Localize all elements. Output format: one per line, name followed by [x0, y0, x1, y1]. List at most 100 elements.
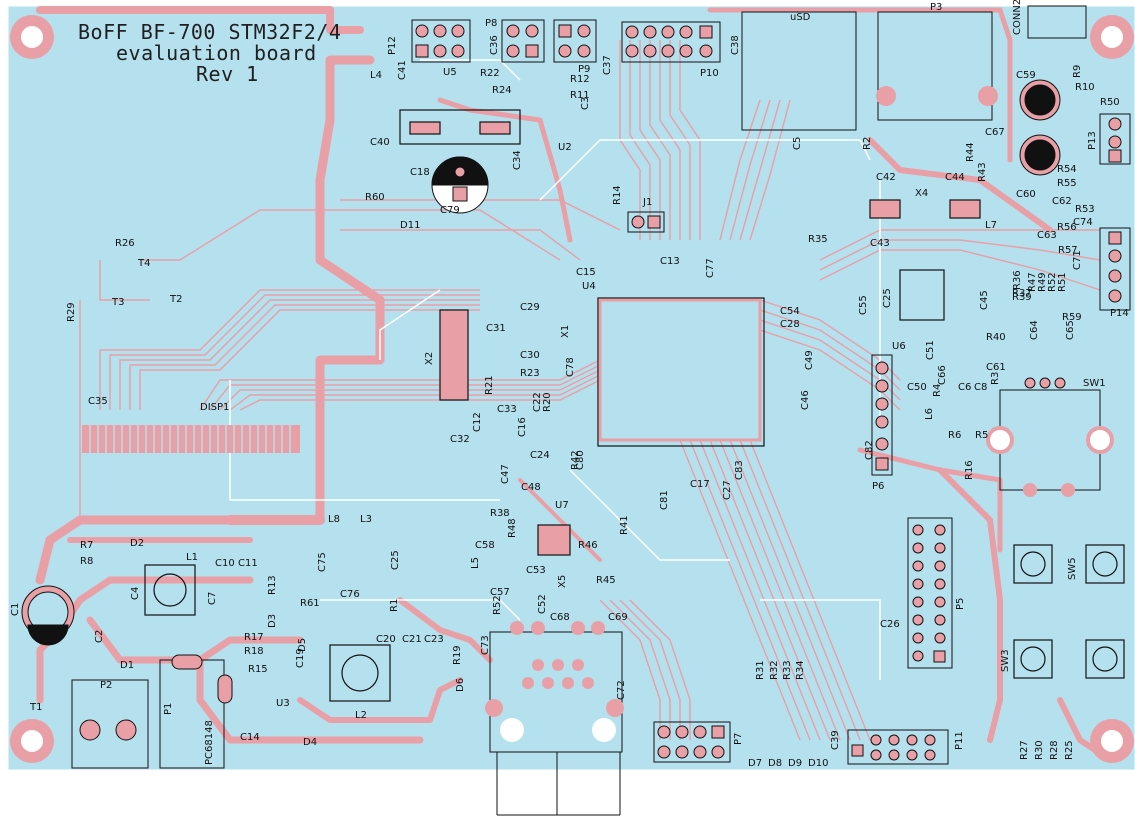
label-r15: R15: [248, 664, 268, 675]
label-d7: D7: [748, 758, 762, 769]
label-c1: C1: [10, 603, 21, 616]
label-p8: P8: [485, 18, 497, 29]
label-c29: C29: [520, 302, 540, 313]
label-d8: D8: [768, 758, 782, 769]
label-x4: X4: [915, 188, 928, 199]
label-c11: C11: [238, 558, 258, 569]
label-c43: C43: [870, 238, 890, 249]
label-r43: R43: [977, 162, 988, 182]
label-c35: C35: [88, 396, 108, 407]
label-c22: C22: [532, 392, 543, 412]
label-c82: C82: [864, 440, 875, 460]
label-c58: C58: [475, 540, 495, 551]
label-sw5: SW5: [1067, 557, 1078, 580]
label-c12: C12: [472, 412, 483, 432]
label-c33: C33: [497, 404, 517, 415]
label-r29: R29: [66, 302, 77, 322]
label-c79: C79: [440, 205, 460, 216]
label-r30: R30: [1034, 740, 1045, 760]
label-c60: C60: [1016, 189, 1036, 200]
label-d3: D3: [267, 614, 278, 628]
label-p6: P6: [872, 481, 884, 492]
label-r49: R49: [1037, 272, 1048, 292]
clearance-lines: [229, 59, 881, 680]
label-conn2: CONN2: [1012, 0, 1023, 35]
label-c36: C36: [489, 35, 500, 55]
label-r7: R7: [80, 540, 93, 551]
label-r52: R52: [1047, 272, 1058, 292]
label-c25b: C25: [390, 550, 401, 570]
label-c74: C74: [1073, 217, 1093, 228]
label-c47: C47: [500, 464, 511, 484]
label-c50: C50: [907, 382, 927, 393]
label-t3: T3: [111, 297, 124, 308]
label-c19: C19: [295, 648, 306, 668]
label-c20: C20: [376, 634, 396, 645]
label-r47: R47: [1027, 272, 1038, 292]
label-c67: C67: [985, 127, 1005, 138]
label-c55: C55: [858, 295, 869, 315]
label-c51: C51: [925, 340, 936, 360]
label-r21: R21: [484, 375, 495, 395]
label-c59: C59: [1016, 70, 1036, 81]
electrolytic-caps: [21, 79, 1061, 646]
label-p12: P12: [387, 36, 398, 55]
ethernet-jack: [485, 621, 624, 816]
label-c26: C26: [880, 619, 900, 630]
label-c81: C81: [659, 490, 670, 510]
label-pc68148: PC68148: [204, 720, 215, 765]
label-p1: P1: [163, 703, 174, 715]
label-r4: R4: [932, 384, 943, 397]
label-r38: R38: [490, 508, 510, 519]
label-x2: X2: [424, 352, 435, 365]
label-r60: R60: [365, 192, 385, 203]
label-r40: R40: [986, 332, 1006, 343]
label-c28: C28: [780, 319, 800, 330]
label-c34: C34: [512, 150, 523, 170]
label-c13: C13: [660, 256, 680, 267]
label-c4: C4: [130, 587, 141, 600]
label-p9: P9: [578, 64, 590, 75]
label-d5: D5: [297, 638, 308, 652]
label-c15: C15: [576, 267, 596, 278]
label-c14: C14: [240, 732, 260, 743]
label-r52b: R52: [492, 595, 503, 615]
label-r5: R5: [975, 430, 988, 441]
label-r61: R61: [300, 598, 320, 609]
label-c64: C64: [1029, 320, 1040, 340]
label-c57: C57: [490, 587, 510, 598]
label-r13: R13: [267, 575, 278, 595]
label-r33: R33: [782, 660, 793, 680]
label-r24: R24: [492, 85, 512, 96]
label-r34: R34: [795, 660, 806, 680]
label-r59: R59: [1062, 312, 1082, 323]
label-c62: C62: [1052, 196, 1072, 207]
label-c44: C44: [945, 172, 965, 183]
label-c37: C37: [602, 55, 613, 75]
label-c3: C3: [580, 97, 591, 110]
label-c66: C66: [937, 365, 948, 385]
label-r3: R3: [990, 372, 1001, 385]
label-p5: P5: [955, 598, 966, 610]
label-r1: R1: [389, 599, 400, 612]
label-r20: R20: [542, 392, 553, 412]
label-r46: R46: [578, 540, 598, 551]
label-p14: P14: [1110, 308, 1129, 319]
label-r27: R27: [1019, 740, 1030, 760]
label-c17: C17: [690, 479, 710, 490]
label-u6: U6: [892, 341, 906, 352]
label-c75: C75: [317, 552, 328, 572]
label-r14: R14: [612, 185, 623, 205]
label-r45: R45: [596, 575, 616, 586]
label-u4: U4: [582, 281, 596, 292]
label-c52: C52: [537, 594, 548, 614]
label-j1: J1: [642, 197, 652, 208]
label-l5: L5: [470, 557, 481, 569]
label-r32: R32: [769, 660, 780, 680]
label-r50: R50: [1100, 97, 1120, 108]
label-u5: U5: [443, 67, 457, 78]
label-p2: P2: [100, 680, 112, 691]
label-r28: R28: [1049, 740, 1060, 760]
label-p10: P10: [700, 68, 719, 79]
